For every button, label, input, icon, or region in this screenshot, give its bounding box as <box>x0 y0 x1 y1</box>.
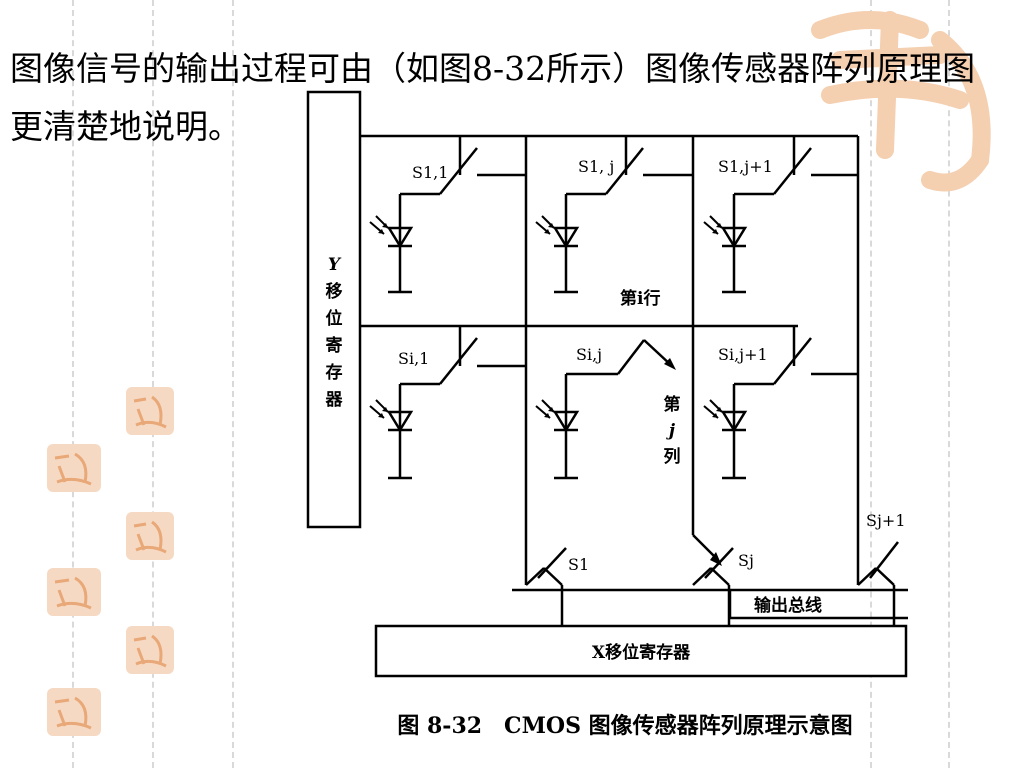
label-s-1-1: S1,1 <box>412 163 448 182</box>
pixel-1-j <box>534 136 693 294</box>
intro-line-1: 图像信号的输出过程可由（如图8-32所示）图像传感器阵列原理图 <box>10 49 976 88</box>
label-s-i-1: Si,1 <box>398 349 429 368</box>
guide-line <box>948 0 950 768</box>
row-i-label: 第i行 <box>620 288 660 309</box>
label-s-i-j1: Si,j+1 <box>718 345 768 364</box>
watermark-seal-large <box>811 11 991 192</box>
label-s-1-j1: S1,j+1 <box>718 157 773 176</box>
output-bus-label: 输出总线 <box>754 595 822 616</box>
column-j-label-2: 列 <box>664 446 681 467</box>
label-s-j1: Sj+1 <box>866 511 906 530</box>
figure-caption: 图 8-32 CMOS 图像传感器阵列原理示意图 <box>397 713 853 739</box>
x-register-label: X移位寄存器 <box>592 642 691 663</box>
seal-icon <box>126 512 174 560</box>
column-switch-j <box>692 534 734 625</box>
label-s-j: Sj <box>738 551 754 570</box>
seal-icon <box>126 626 174 674</box>
pixel-i-j1 <box>702 326 858 480</box>
pixel-1-j1 <box>702 136 858 294</box>
y-register-label-0: Y <box>328 255 342 275</box>
seal-icon <box>47 688 101 736</box>
column-switch-1 <box>525 547 567 625</box>
label-s-1-j: S1, j <box>578 157 614 176</box>
y-register-label-4: 存 <box>326 362 343 383</box>
y-register-label-2: 位 <box>326 308 343 329</box>
y-shift-register <box>306 90 362 529</box>
pixel-1-1 <box>368 136 526 294</box>
label-s-1: S1 <box>568 555 589 574</box>
seal-icon <box>47 568 101 616</box>
pixel-i-j <box>534 339 676 480</box>
guide-line <box>232 0 234 768</box>
column-j-label-0: 第 <box>664 394 681 415</box>
column-j-label-1: j <box>666 421 676 441</box>
label-s-i-j: Si,j <box>576 345 602 364</box>
guide-line <box>72 0 74 768</box>
y-register-label-3: 寄 <box>326 335 343 356</box>
seal-icon <box>126 387 174 435</box>
seal-icon <box>47 444 101 492</box>
guide-line <box>870 0 872 768</box>
y-register-label-5: 器 <box>325 390 344 410</box>
column-switch-j1 <box>857 541 899 625</box>
guide-line <box>152 0 154 768</box>
pixel-i-1 <box>368 326 526 480</box>
intro-line-2: 更清楚地说明。 <box>10 107 241 146</box>
intro-paragraph: 图像信号的输出过程可由（如图8-32所示）图像传感器阵列原理图 更清楚地说明。 <box>10 40 1010 156</box>
y-register-label-1: 移 <box>326 281 343 302</box>
x-shift-register <box>374 624 908 678</box>
